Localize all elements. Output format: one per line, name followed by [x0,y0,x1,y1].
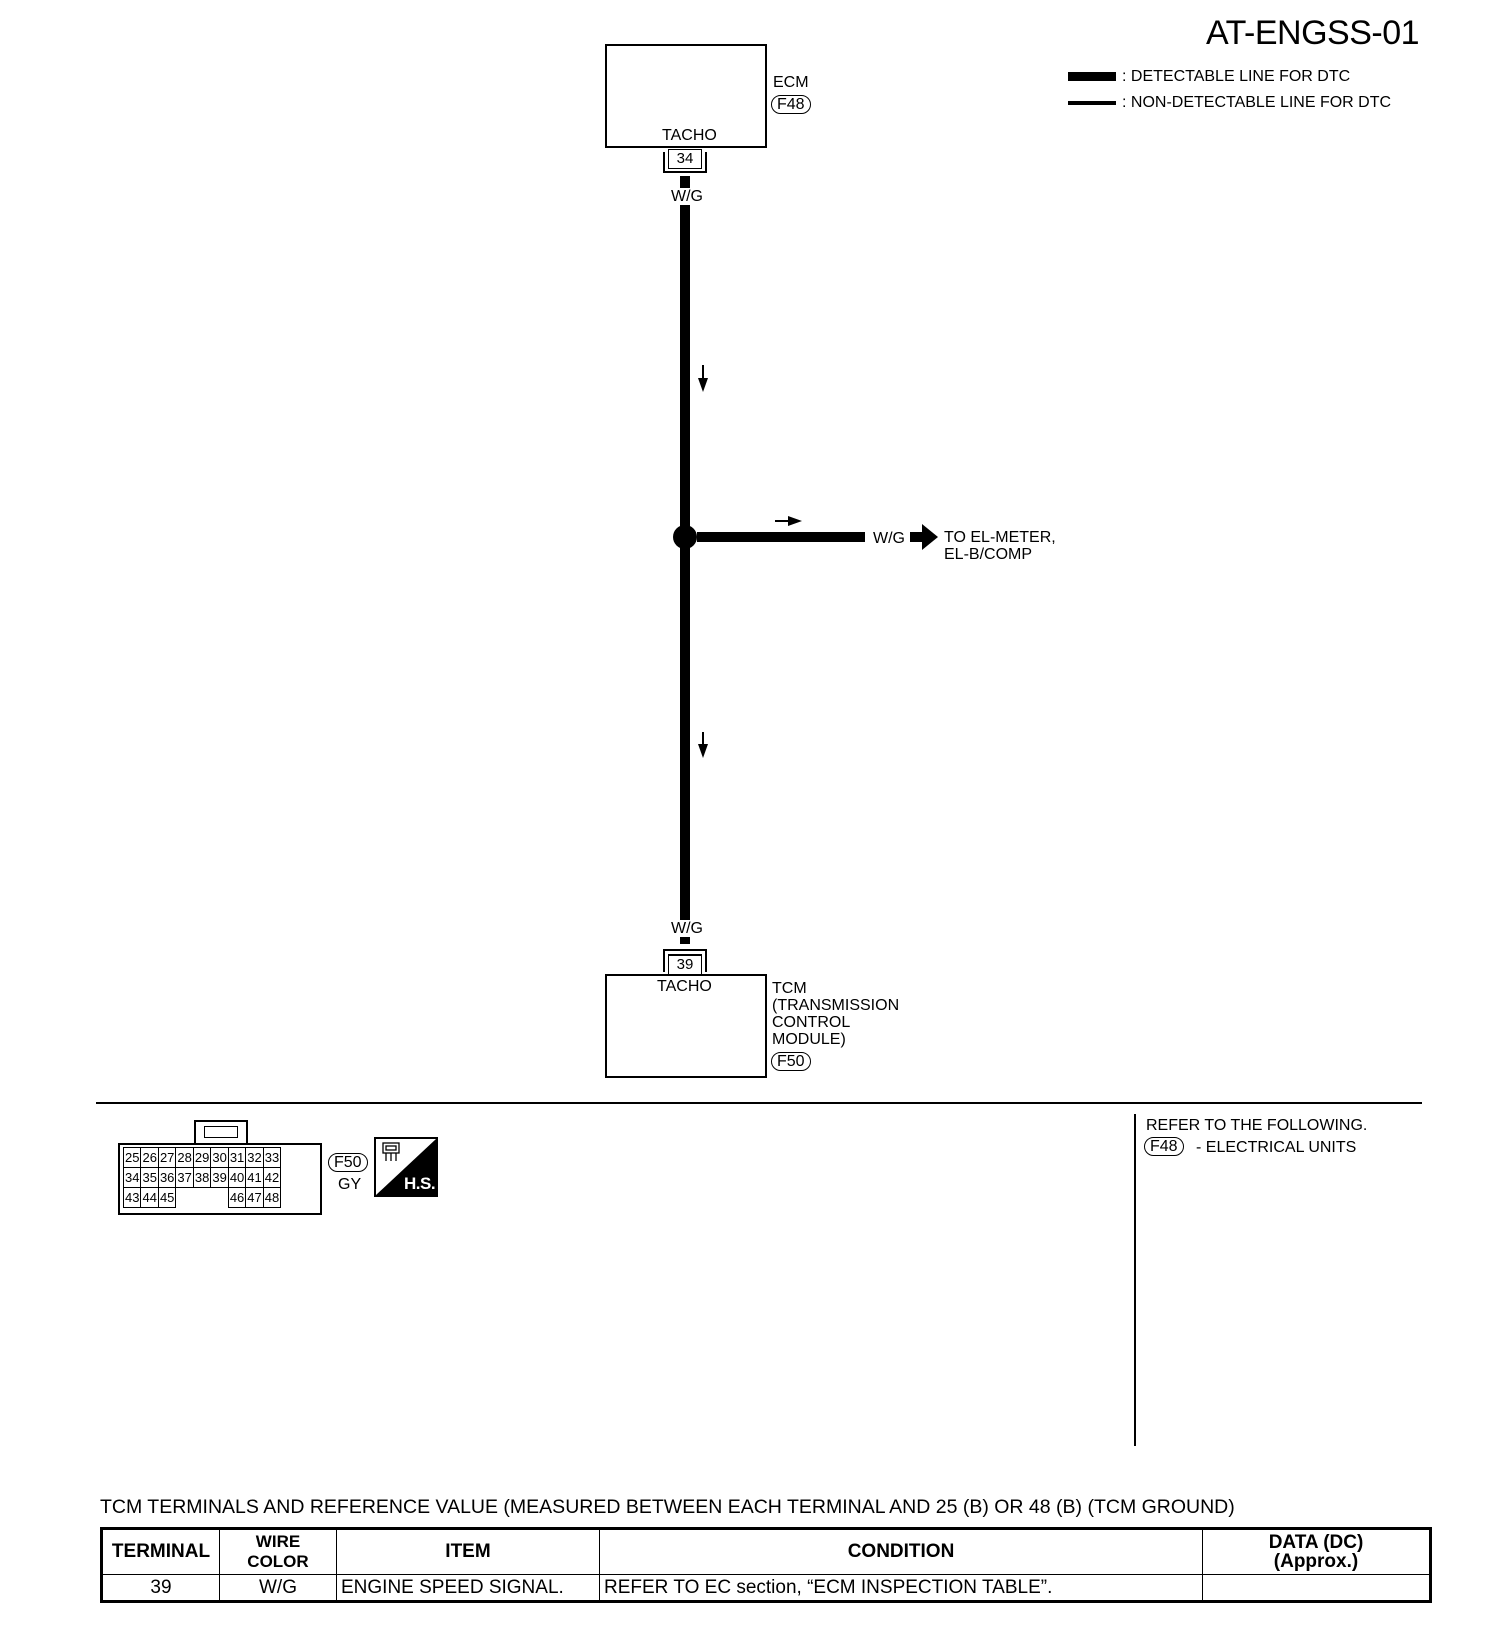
tcm-name-line3: CONTROL [772,1014,851,1031]
tcm-terminal-label: TACHO [657,978,712,995]
cell-data [1202,1574,1431,1602]
section-divider [96,1102,1422,1104]
connector-body: 25 26 27 28 29 30 31 32 33 34 35 36 37 3… [118,1143,322,1215]
pin: 38 [192,1167,212,1188]
header-item: ITEM [336,1528,600,1575]
wiring-diagram [663,152,938,972]
branch-destination-line1: TO EL-METER, [944,529,1056,546]
main-wire-upper [680,176,690,536]
pin: 25 [122,1147,142,1168]
connector-pin-row: 43 44 45 46 47 48 [122,1187,282,1208]
pin: 39 [210,1167,229,1188]
header-condition: CONDITION [599,1528,1203,1575]
tcm-name-line1: TCM [772,980,807,997]
pin: 27 [157,1147,177,1168]
branch-destination-line2: EL-B/COMP [944,546,1033,563]
legend-thick-line [1068,72,1116,81]
tcm-connector-f50: F50 [771,1052,811,1071]
pin: 47 [245,1187,264,1208]
branch-wire [697,532,865,542]
connector-glyph-icon [382,1142,400,1161]
hs-badge-triangle [376,1139,436,1195]
hs-badge: H.S. [374,1137,438,1197]
direction-arrow-branch [775,516,802,526]
ecm-wire-color: W/G [671,188,703,205]
refer-connector-f48: F48 [1144,1137,1184,1156]
direction-arrow-lower [698,732,708,758]
splice-point [673,525,697,549]
branch-wire-color: W/G [873,530,905,547]
pin: 31 [227,1147,247,1168]
connector-view-id: F50 [328,1153,368,1172]
pin-gap [176,1188,193,1208]
ecm-terminal-label: TACHO [660,127,719,144]
hs-badge-label: H.S. [404,1174,436,1193]
destination-arrow [910,524,938,550]
direction-arrow-upper [698,365,708,392]
pin: 43 [122,1187,142,1208]
ecm-name: ECM [773,74,809,91]
legend: : DETECTABLE LINE FOR DTC : NON-DETECTAB… [1068,66,1408,116]
pin: 41 [245,1167,264,1188]
refer-text: - ELECTRICAL UNITS [1196,1139,1357,1156]
pin: 33 [262,1147,282,1168]
connector-pin-grid: 25 26 27 28 29 30 31 32 33 34 35 36 37 3… [122,1147,282,1208]
cell-item: ENGINE SPEED SIGNAL. [336,1574,600,1602]
header-data: DATA (DC) (Approx.) [1202,1528,1431,1575]
tcm-box [605,974,767,1078]
cell-terminal: 39 [101,1574,220,1602]
pin-gap [211,1188,228,1208]
header-wire-color: WIRE COLOR [219,1528,337,1575]
ecm-connector-f48: F48 [771,95,811,114]
pin: 37 [175,1167,194,1188]
legend-thin-line [1068,101,1116,105]
pin: 48 [262,1187,282,1208]
pin: 35 [140,1167,159,1188]
connector-latch [194,1120,248,1144]
tcm-name-line2: (TRANSMISSION [772,997,900,1014]
connector-latch-inner [204,1126,238,1138]
ecm-terminal-34: 34 [668,149,702,169]
pin: 30 [210,1147,229,1168]
pin-gap [193,1188,210,1208]
hs-badge-graphic [374,1137,438,1197]
main-wire-lower [680,536,690,944]
pin: 36 [157,1167,177,1188]
diagram-id: AT-ENGSS-01 [1206,14,1420,52]
refer-divider [1134,1114,1136,1446]
pin: 44 [140,1187,159,1208]
pin: 29 [192,1147,212,1168]
connector-pin-row: 34 35 36 37 38 39 40 41 42 [122,1167,282,1188]
connector-pin-row: 25 26 27 28 29 30 31 32 33 [122,1147,282,1168]
table-caption: TCM TERMINALS AND REFERENCE VALUE (MEASU… [100,1496,1235,1518]
tcm-terminal-39: 39 [668,955,702,975]
connector-view-color: GY [338,1176,362,1193]
pin: 42 [262,1167,282,1188]
tcm-wire-color: W/G [671,920,703,937]
pin: 45 [157,1187,177,1208]
refer-heading: REFER TO THE FOLLOWING. [1146,1117,1368,1134]
pin: 34 [122,1167,142,1188]
legend-non-detectable-label: : NON-DETECTABLE LINE FOR DTC [1122,94,1392,111]
reference-table: TERMINAL WIRE COLOR ITEM CONDITION DATA … [100,1527,1432,1603]
header-data-line1: DATA (DC) [1268,1532,1364,1553]
pin: 40 [227,1167,247,1188]
legend-detectable-label: : DETECTABLE LINE FOR DTC [1122,68,1351,85]
pin: 46 [227,1187,247,1208]
table-header-row: TERMINAL WIRE COLOR ITEM CONDITION DATA … [101,1528,1431,1575]
pin: 32 [245,1147,264,1168]
header-terminal: TERMINAL [101,1528,220,1575]
pin: 28 [175,1147,194,1168]
pin: 26 [140,1147,159,1168]
cell-wire-color: W/G [219,1574,337,1602]
tcm-name-line4: MODULE) [772,1031,846,1048]
cell-condition: REFER TO EC section, “ECM INSPECTION TAB… [599,1574,1203,1602]
table-row: 39 W/G ENGINE SPEED SIGNAL. REFER TO EC … [101,1574,1431,1602]
header-data-line2: (Approx.) [1273,1551,1359,1572]
